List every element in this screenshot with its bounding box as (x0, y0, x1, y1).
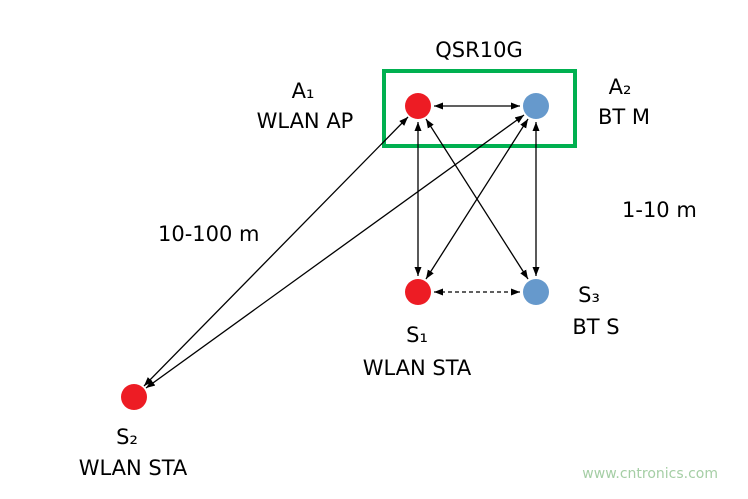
node-s1-role: WLAN STA (363, 356, 472, 380)
node-s1-wlan-sta (405, 279, 431, 305)
edge-s2-a2 (145, 114, 525, 389)
distance-label-short: 1-10 m (622, 198, 697, 222)
node-a2-role: BT M (598, 105, 650, 129)
node-labels: A₁ WLAN AP A₂ BT M S₁ WLAN STA S₃ BT S S… (79, 75, 650, 480)
node-s3-bt-slave (523, 279, 549, 305)
node-s3-role: BT S (572, 315, 619, 339)
node-s2-label: S₂ (116, 425, 138, 449)
node-s2-wlan-sta (121, 384, 147, 410)
distance-labels: 10-100 m 1-10 m (158, 198, 697, 246)
edge-s2-a1 (143, 116, 409, 387)
nodes (121, 93, 549, 410)
node-s2-role: WLAN STA (79, 456, 188, 480)
node-a2-label: A₂ (609, 75, 632, 99)
node-a1-label: A₁ (292, 79, 315, 103)
watermark: www.cntronics.com (582, 466, 718, 482)
edges (143, 102, 540, 389)
node-s3-label: S₃ (578, 283, 600, 307)
distance-label-long: 10-100 m (158, 222, 260, 246)
node-a1-role: WLAN AP (257, 109, 354, 133)
qsr10g-label: QSR10G (435, 38, 522, 62)
node-a2-bt-master (523, 93, 549, 119)
node-a1-wlan-ap (405, 93, 431, 119)
node-s1-label: S₁ (406, 323, 428, 347)
